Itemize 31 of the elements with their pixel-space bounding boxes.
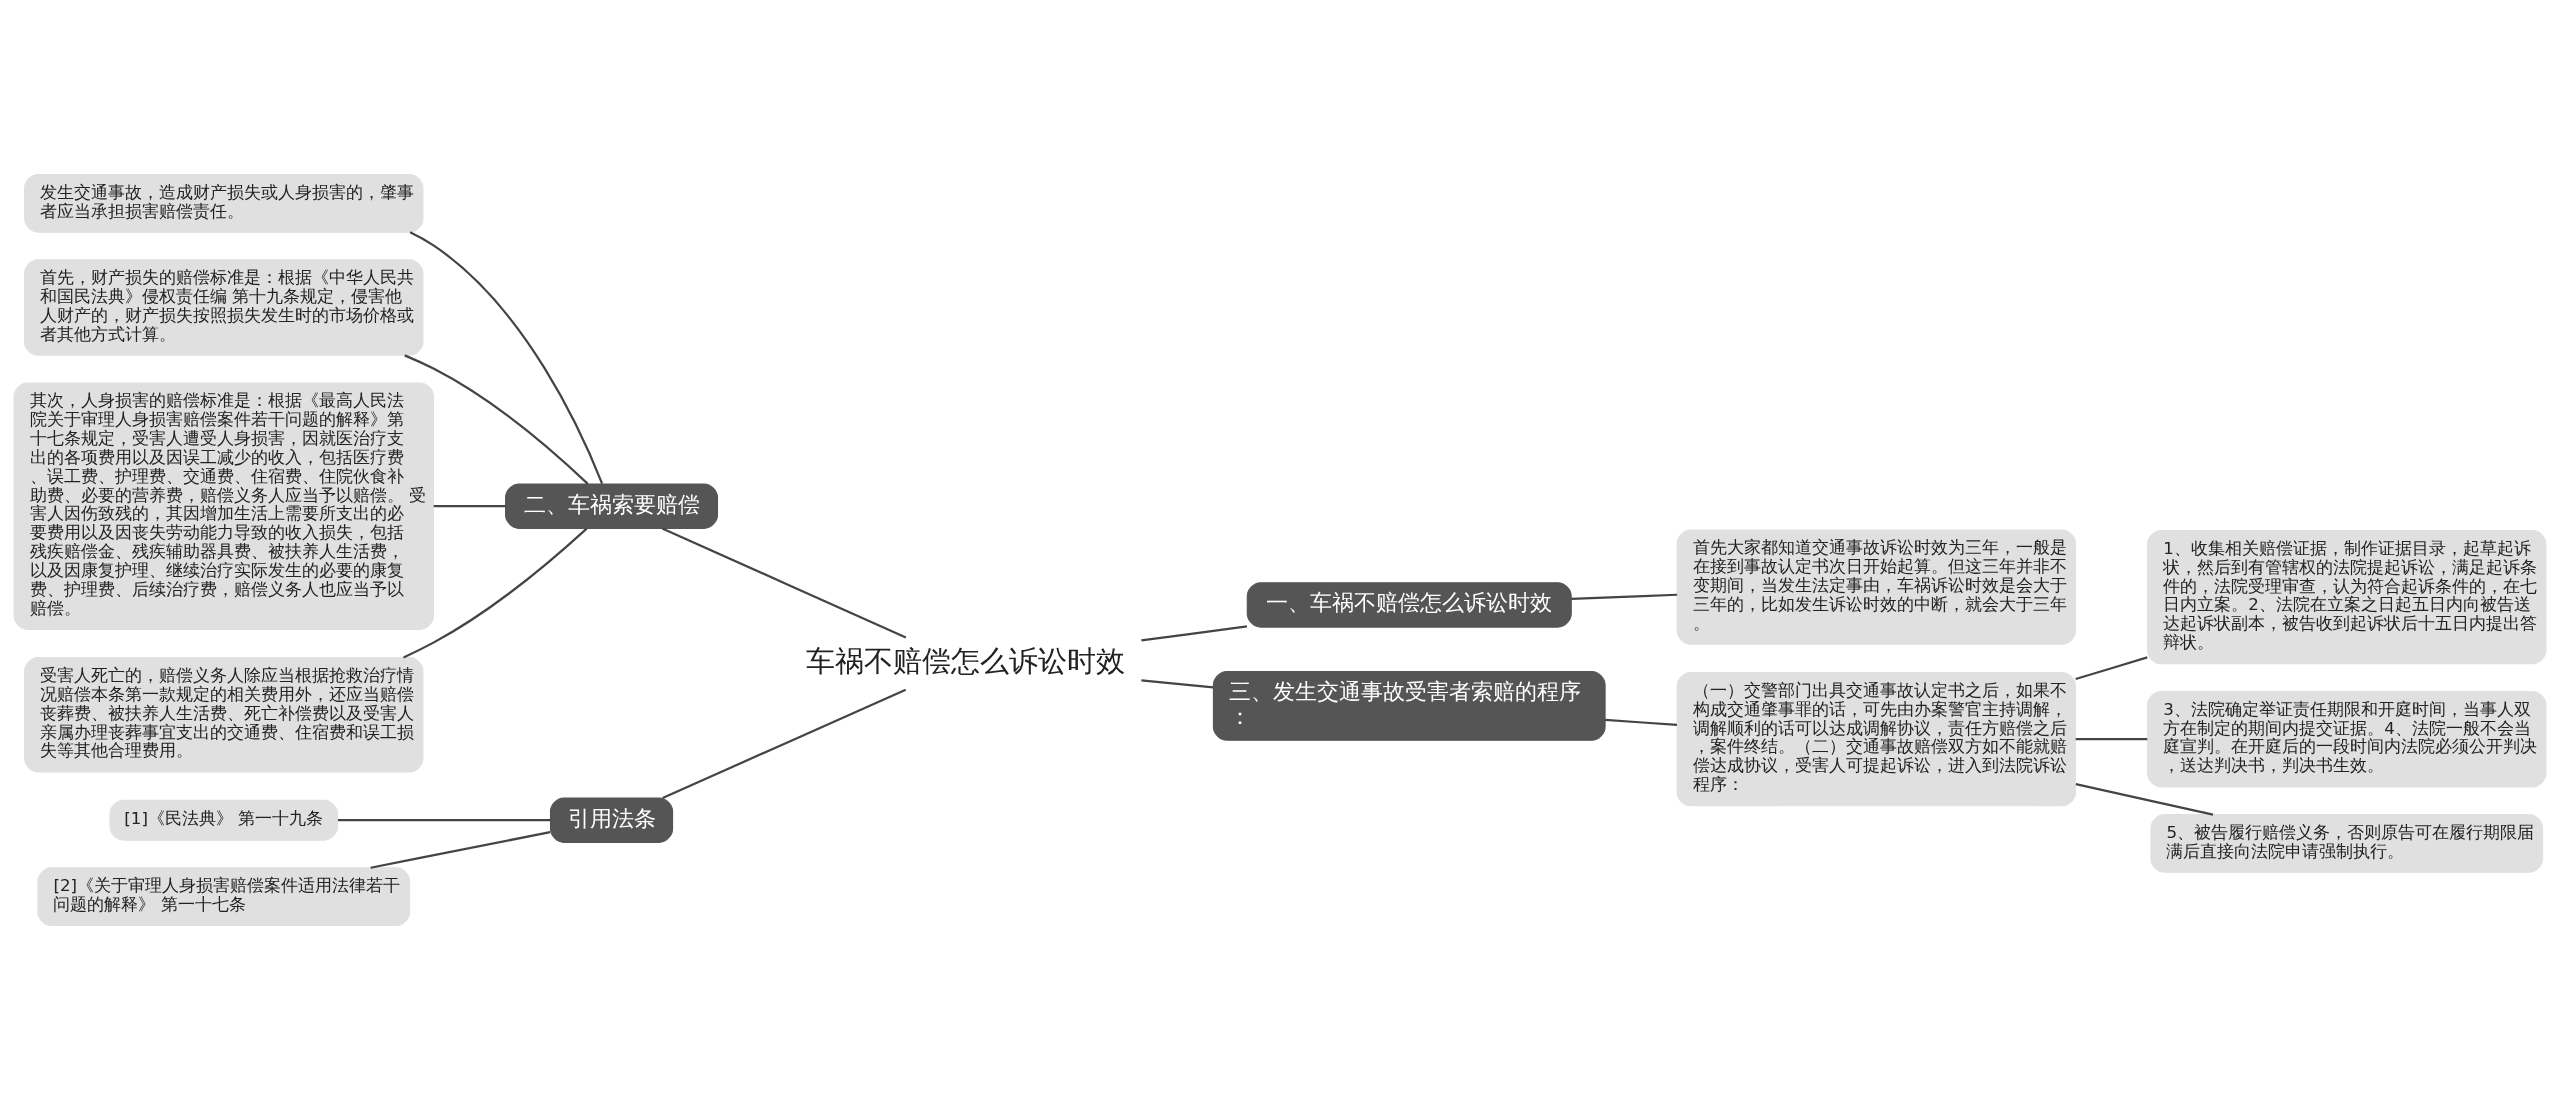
node-box: 1、收集相关赔偿证据，制作证据目录，起草起诉状，然后到有管辖权的法院提起诉讼，满足起诉条件的，法院受理审查，认为符合起诉条件的，在七日内立案。2、法院在立案之日起五日内向被告送达起诉状副本，被告收到起诉状后十五日内提出答辩状。 [2147,529,2547,664]
node-box: （一）交警部门出具交通事故认定书之后，如果不构成交通肇事罪的话，可先由办案警官主持调解，调解顺利的话可以达成调解协议，责任方赔偿之后，案件终结。（二）交通事故赔偿双方如不能就赔偿达成协议，受害人可提起诉讼，进入到法院诉讼程序： [1676,671,2077,806]
connector [2075,655,2148,680]
node-box: [1]《民法典》 第一十九条 [109,799,339,841]
connector [409,230,604,484]
connector [2075,737,2148,740]
connector [403,527,588,658]
node-text: 车祸不赔偿怎么诉讼时效 [805,643,1125,678]
connector [433,504,506,507]
connector [370,830,551,869]
node-box: 其次，人身损害的赔偿标准是：根据《最高人民法院关于审理人身损害赔偿案件若干问题的解释》第十七条规定，受害人遭受人身损害，因就医治疗支出的各项费用以及因误工减少的收入，包括医疗费、误工费、护理费、交通费、住宿费、住院伙食补助费、必要的营养费，赔偿义务人应当予以赔偿。 受害人因伤致残的，其因增加生活上需要所支出的必要费用以及因丧失劳动能力导致的收入损失，包括残疾赔偿金、残疾辅助器具费、被扶养人生活费，以及因康复护理、继续治疗实际发生的必要的康复费、护理费、后续治疗费，赔偿义务人也应当予以赔偿。 [13,381,434,630]
node-box: 一、车祸不赔偿怎么诉讼时效 [1246,581,1572,628]
node-box: 二、车祸索要赔偿 [505,482,719,529]
node-box: 3、法院确定举证责任期限和开庭时间，当事人双方在制定的期间内提交证据。4、法院一般不会当庭宣判。在开庭后的一段时间内法院必须公开判决，送达判决书，判决书生效。 [2147,690,2547,787]
connector [1605,718,1678,726]
node-box: 受害人死亡的，赔偿义务人除应当根据抢救治疗情况赔偿本条第一款规定的相关费用外，还应当赔偿丧葬费、被扶养人生活费、死亡补偿费以及受害人亲属办理丧葬事宜支出的交通费、住宿费和误工损失等其他合理费用。 [24,656,424,772]
connector [2075,782,2214,816]
node-box: 5、被告履行赔偿义务，否则原告可在履行期限届满后直接向法院申请强制执行。 [2150,813,2544,873]
connector [1571,593,1678,600]
node-box: 发生交通事故，造成财产损失或人身损害的，肇事者应当承担损害赔偿责任。 [24,173,424,233]
connector [1141,678,1214,688]
node-box: 三、发生交通事故受害者索赔的程序： [1212,670,1606,741]
node-box: 首先，财产损失的赔偿标准是：根据《中华人民共和国民法典》侵权责任编 第十九条规定，侵害他人财产的，财产损失按照损失发生时的市场价格或者其他方式计算。 [24,258,424,356]
connector [1141,624,1248,642]
node-box: 首先大家都知道交通事故诉讼时效为三年，一般是在接到事故认定书次日开始起算。但这三年并非不变期间，当发生法定事由，车祸诉讼时效是会大于三年的，比如发生诉讼时效的中断，就会大于三年。 [1676,528,2077,645]
connector [662,688,907,799]
node-box: [2]《关于审理人身损害赔偿案件适用法律若干问题的解释》 第一十七条 [37,866,411,926]
connector [337,818,551,821]
connector [661,526,907,639]
node-box: 引用法条 [549,796,674,843]
connector [404,353,589,485]
